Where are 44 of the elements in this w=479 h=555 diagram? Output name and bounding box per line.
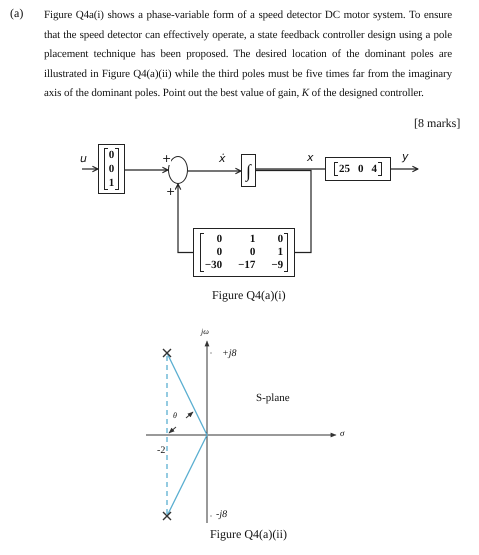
matrix-entry: 25 bbox=[339, 162, 350, 176]
matrix-entry: −9 bbox=[271, 259, 284, 272]
summing-junction bbox=[168, 156, 188, 184]
connector-arrow bbox=[82, 166, 99, 172]
matrix-block bbox=[325, 157, 391, 181]
matrix-entry: 0 bbox=[216, 233, 222, 246]
matrix-entry: 1 bbox=[108, 176, 114, 190]
question-number: (a) bbox=[10, 6, 24, 21]
figure-caption: Figure Q4(a)(ii) bbox=[210, 527, 287, 542]
matrix-entry: −17 bbox=[238, 259, 256, 272]
marks-note: [8 marks] bbox=[414, 116, 460, 131]
edge-label: x bbox=[307, 152, 314, 164]
plot-label: θ bbox=[173, 411, 177, 420]
matrix-entry: 0 bbox=[276, 233, 284, 246]
connector-arrow bbox=[188, 168, 242, 174]
edge-label: ẋ bbox=[219, 153, 226, 165]
matrix-entry: 1 bbox=[276, 246, 284, 259]
connector-arrow bbox=[174, 183, 193, 254]
plot-label: -2 bbox=[157, 445, 166, 456]
plot-label: +j8 bbox=[222, 348, 237, 359]
plot-label: -j8 bbox=[216, 509, 228, 520]
matrix-entry: 1 bbox=[248, 233, 256, 246]
matrix-entry: 0 bbox=[108, 162, 114, 176]
connector-arrow bbox=[125, 166, 169, 174]
edge-label: + bbox=[162, 153, 172, 165]
plot-label: jω bbox=[201, 327, 209, 336]
matrix-entry: 0 bbox=[248, 246, 256, 259]
matrix-block bbox=[98, 144, 125, 194]
matrix-block bbox=[193, 228, 295, 277]
plot-label: S-plane bbox=[256, 392, 290, 404]
edge-label: y bbox=[402, 151, 409, 163]
matrix-entry: −30 bbox=[204, 259, 222, 272]
question-paragraph: Figure Q4a(i) shows a phase-variable form of a speed detector DC motor system. To ensure that the speed detector can effectively operate, a state feedback controller design using a pole placement technique has been proposed. The desired location of the dominant poles are illustrated in Figure Q4(a)(ii) while the third poles must be five times far from the imaginary axis of the dominant poles. Point out the best value of gain, K of the designed controller. bbox=[44, 8, 452, 101]
matrix-entry: 0 bbox=[216, 246, 222, 259]
plot-label: σ bbox=[340, 428, 344, 438]
matrix-entry: 4 bbox=[372, 162, 377, 176]
matrix-entry: 0 bbox=[358, 162, 364, 176]
edge-label: u bbox=[80, 153, 87, 165]
integrator-block bbox=[241, 154, 256, 187]
connector-arrow bbox=[391, 166, 419, 172]
matrix-entry: 0 bbox=[108, 148, 114, 162]
figure-caption: Figure Q4(a)(i) bbox=[212, 288, 286, 303]
integral-sign: ∫ bbox=[246, 160, 251, 180]
edge-label: + bbox=[166, 186, 176, 198]
